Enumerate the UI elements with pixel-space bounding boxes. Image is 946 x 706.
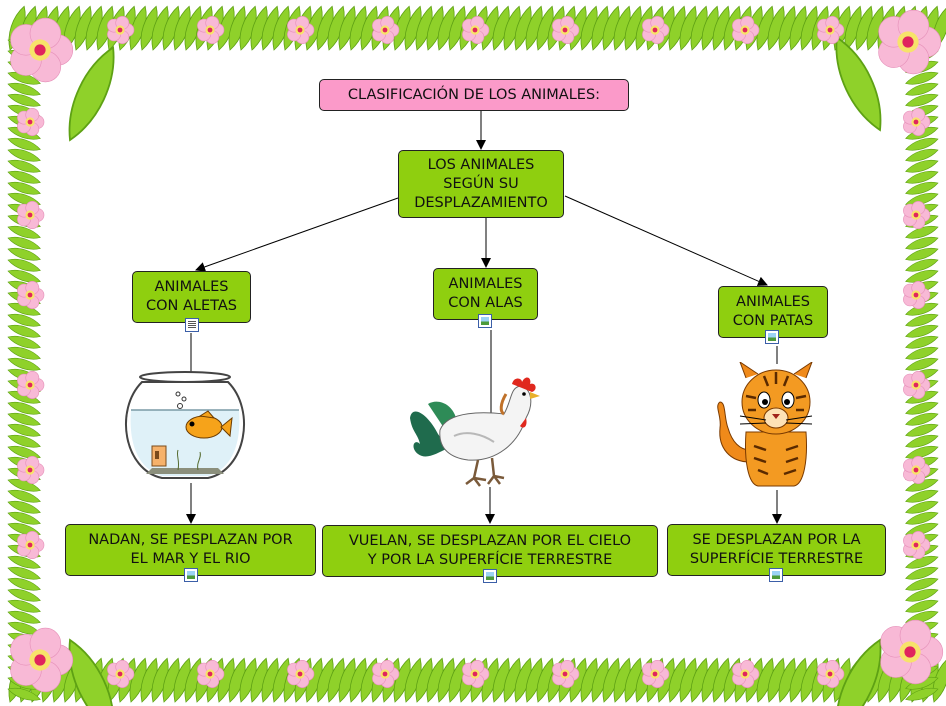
root-node[interactable]: LOS ANIMALES SEGÚN SU DESPLAZAMIENTO (398, 150, 564, 218)
fishbowl-picture (125, 371, 245, 479)
image-icon[interactable] (184, 568, 198, 582)
image-icon[interactable] (483, 569, 497, 583)
description-node-patas[interactable]: SE DESPLAZAN POR LA SUPERFÍCIE TERRESTRE (667, 524, 886, 576)
category-node-patas[interactable]: ANIMALES CON PATAS (718, 286, 828, 338)
category-node-alas[interactable]: ANIMALES CON ALAS (433, 268, 538, 320)
frame-flowers (10, 9, 944, 693)
title-node[interactable]: CLASIFICACIÓN DE LOS ANIMALES: (319, 79, 629, 111)
image-icon[interactable] (769, 568, 783, 582)
category-node-aletas[interactable]: ANIMALES CON ALETAS (132, 271, 251, 323)
rooster-picture (410, 377, 540, 487)
document-icon[interactable] (185, 318, 199, 332)
description-node-alas[interactable]: VUELAN, SE DESPLAZAN POR EL CIELO Y POR … (322, 525, 658, 577)
arrow-root-to-aletas (195, 197, 399, 272)
image-icon[interactable] (478, 314, 492, 328)
arrow-root-to-patas (564, 195, 768, 286)
image-icon[interactable] (765, 330, 779, 344)
tiger-cat-picture (717, 362, 813, 487)
